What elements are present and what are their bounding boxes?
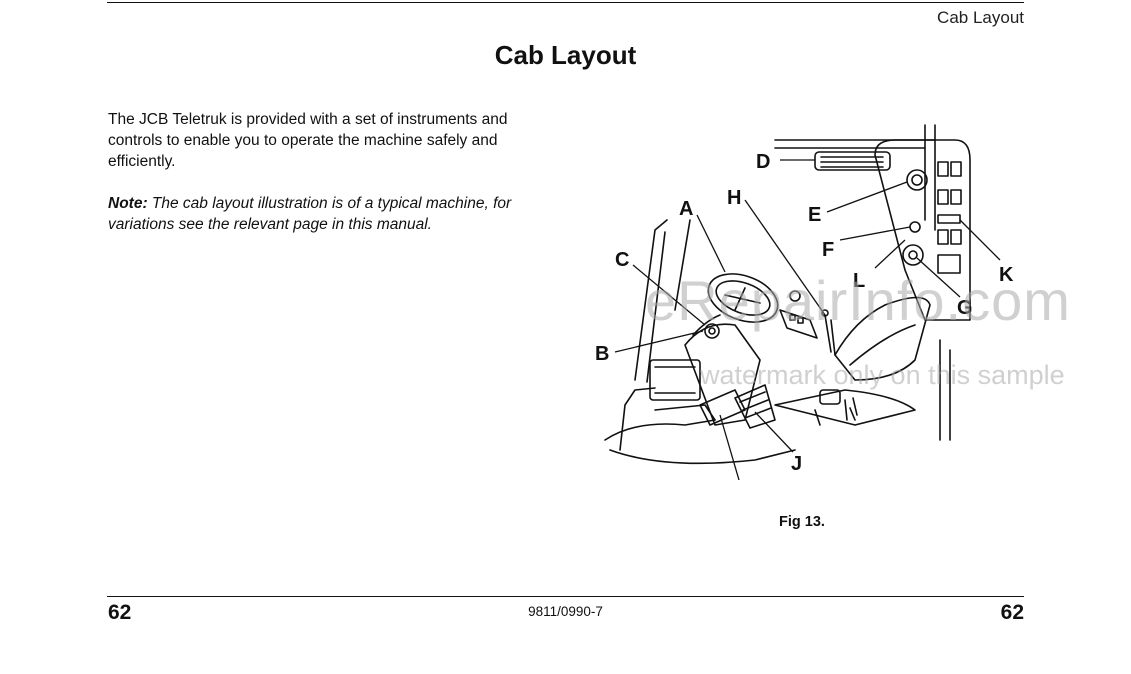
callout-label-h: H — [727, 187, 741, 209]
seat — [834, 296, 931, 381]
note-text: The cab layout illustration is of a typi… — [108, 195, 512, 233]
gauge-dial — [902, 244, 924, 266]
intro-paragraph: The JCB Teletruk is provided with a set … — [108, 111, 508, 170]
callout-label-g: G — [957, 297, 973, 319]
callout-label-f: F — [822, 239, 834, 261]
cab-pillar — [634, 219, 668, 381]
ignition-switch — [906, 169, 928, 191]
callout-label-k: K — [999, 264, 1014, 286]
page-number-left: 62 — [108, 601, 132, 624]
note-paragraph: Note: The cab layout illustration is of … — [108, 193, 558, 235]
callout-label-j-right: J — [791, 453, 802, 475]
warning-lamp — [909, 221, 921, 233]
steering-wheel — [707, 273, 779, 323]
document-code: 9811/0990-7 — [528, 604, 603, 619]
callout-label-e: E — [808, 204, 821, 226]
watermark-notice: watermark only on this sample — [700, 360, 1065, 390]
callout-label-b: B — [595, 343, 609, 365]
page-number-right: 62 — [1000, 601, 1024, 624]
cab-layout-illustration: A B C D E F G H J J K L — [595, 124, 1014, 480]
callout-label-c: C — [615, 249, 629, 271]
joystick-knob — [704, 323, 720, 339]
footer-rule — [107, 596, 1024, 597]
note-label: Note: — [108, 195, 148, 212]
air-vent — [814, 151, 891, 171]
callout-label-d: D — [756, 151, 770, 173]
callout-label-l: L — [853, 270, 865, 292]
callout-label-a: A — [679, 198, 693, 220]
instrument-panel — [874, 139, 971, 321]
watermark-site: eRepairInfo.com — [645, 269, 1071, 332]
levers — [824, 314, 836, 356]
figure-caption: Fig 13. — [779, 514, 825, 530]
running-header: Cab Layout — [937, 8, 1024, 27]
page-title: Cab Layout — [494, 40, 637, 70]
header-rule — [107, 2, 1024, 3]
